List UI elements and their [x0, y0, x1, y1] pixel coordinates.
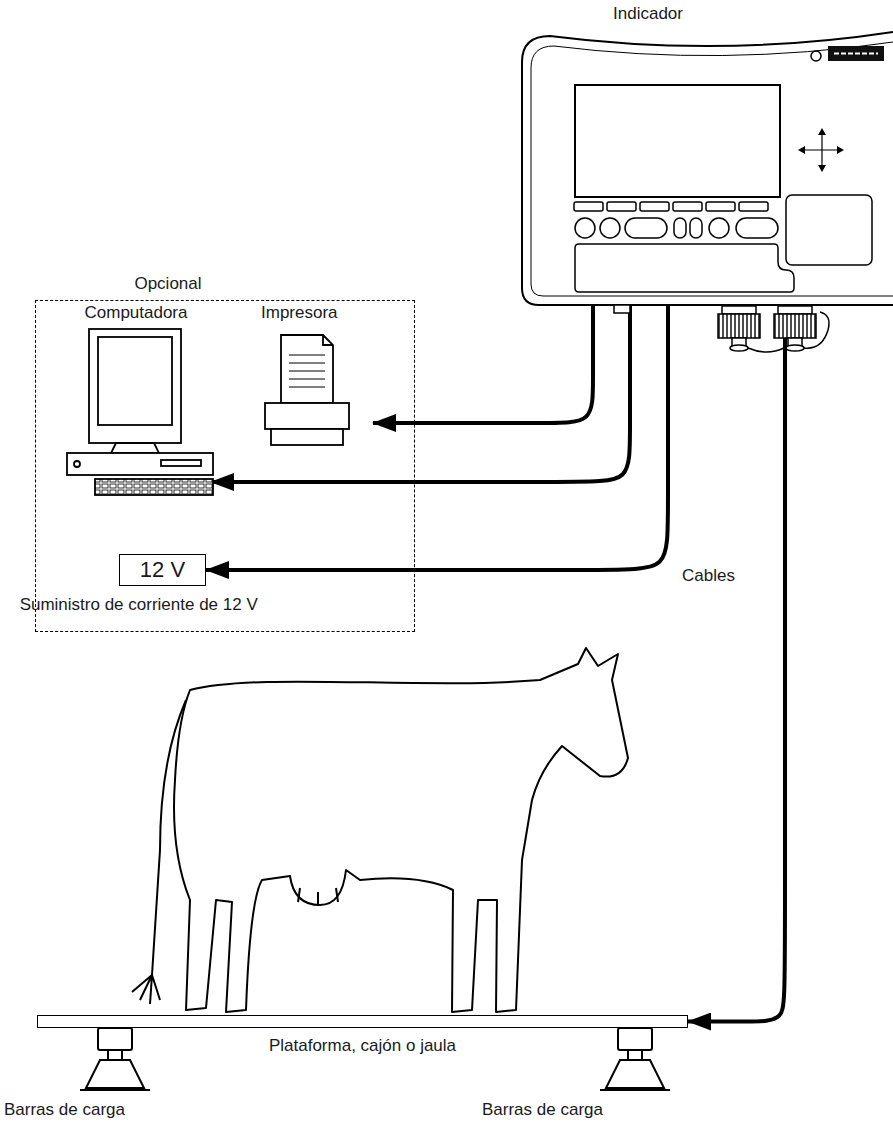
- printer-icon-drawing: [251, 303, 373, 448]
- power-supply-box: 12 VSuministro de corriente de 12 V: [119, 554, 206, 586]
- indicator-device: Indicador: [522, 30, 893, 305]
- cable-label: Cables: [682, 566, 735, 586]
- cable-connector: [688, 305, 785, 1022]
- cow-outline: [132, 648, 628, 1012]
- group-heading: Opcional: [134, 274, 201, 294]
- printer-icon: Impresora: [251, 303, 373, 448]
- platform-label: Plataforma, cajón o jaula: [269, 1036, 456, 1056]
- cable-connector: [211, 305, 630, 482]
- voltage-label: 12 V: [120, 555, 205, 584]
- cable-connector: [373, 305, 593, 423]
- cable-connector: [206, 305, 668, 570]
- power-supply-caption: Suministro de corriente de 12 V: [20, 595, 258, 615]
- load-bar: [80, 1028, 150, 1090]
- computer-icon: Computadora: [61, 303, 211, 503]
- computer-icon-drawing: [61, 303, 211, 503]
- indicator-device-drawing: [522, 30, 893, 360]
- load-bar-label: Barras de carga: [4, 1100, 125, 1120]
- weighing-platform: Plataforma, cajón o jaula: [37, 1015, 688, 1028]
- load-bar-label: Barras de carga: [482, 1100, 603, 1120]
- load-bar: [600, 1028, 670, 1090]
- optional-group: OpcionalComputadoraImpresora12 VSuminist…: [35, 300, 415, 632]
- computer-label: Computadora: [61, 303, 211, 323]
- device-heading: Indicador: [613, 4, 683, 24]
- printer-label: Impresora: [251, 303, 373, 323]
